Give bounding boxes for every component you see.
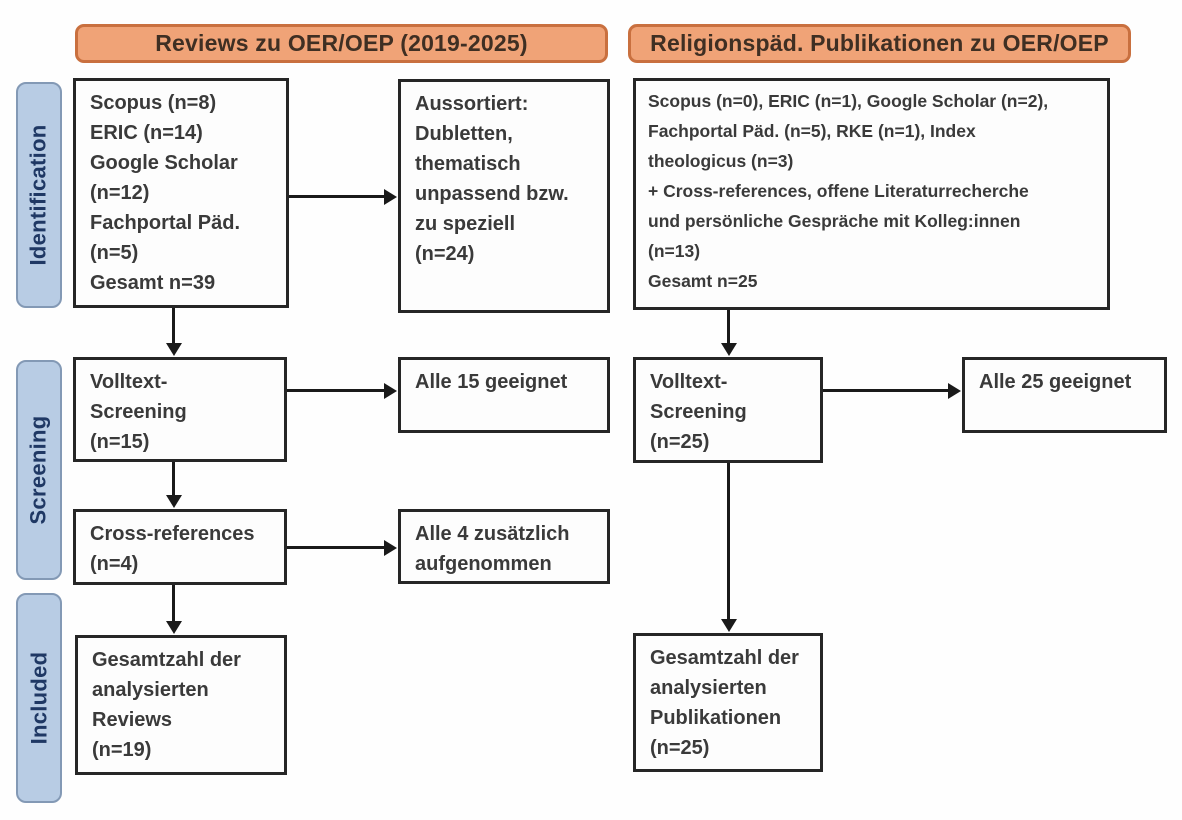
box-left-sources: Scopus (n=8) ERIC (n=14) Google Scholar …	[73, 78, 289, 308]
arrow-right-sources-to-fulltext	[720, 310, 737, 356]
arrow-left-fulltext-to-result	[287, 382, 397, 399]
box-right-fulltext-screening: Volltext- Screening (n=25)	[633, 357, 823, 463]
box-left-fulltext-screening: Volltext- Screening (n=15)	[73, 357, 287, 462]
arrow-left-crossref-to-included	[165, 585, 182, 634]
stage-label-screening-text: Screening	[26, 415, 52, 525]
column-header-religionspaed-label: Religionspäd. Publikationen zu OER/OEP	[650, 30, 1109, 56]
box-right-sources: Scopus (n=0), ERIC (n=1), Google Scholar…	[633, 78, 1110, 310]
box-left-included-total: Gesamtzahl der analysierten Reviews (n=1…	[75, 635, 287, 775]
stage-label-identification-text: Identification	[26, 124, 51, 266]
box-left-cross-references: Cross-references (n=4)	[73, 509, 287, 585]
arrow-left-crossref-to-result	[287, 539, 397, 556]
box-left-excluded: Aussortiert: Dubletten, thematisch unpas…	[398, 79, 610, 313]
box-left-cross-references-result: Alle 4 zusätzlich aufgenommen	[398, 509, 610, 584]
stage-label-screening: Screening	[16, 360, 62, 580]
arrow-left-sources-to-fulltext	[165, 308, 182, 356]
arrow-left-sources-to-excluded	[289, 188, 397, 205]
box-right-included-total: Gesamtzahl der analysierten Publikatione…	[633, 633, 823, 772]
column-header-reviews: Reviews zu OER/OEP (2019-2025)	[75, 24, 608, 63]
arrow-left-fulltext-to-crossref	[165, 462, 182, 508]
stage-label-identification: Identification	[16, 82, 62, 308]
arrow-right-fulltext-to-included	[720, 463, 737, 632]
box-right-fulltext-result: Alle 25 geeignet	[962, 357, 1167, 433]
stage-label-included: Included	[16, 593, 62, 803]
arrow-right-fulltext-to-result	[823, 382, 961, 399]
box-left-fulltext-result: Alle 15 geeignet	[398, 357, 610, 433]
column-header-religionspaed: Religionspäd. Publikationen zu OER/OEP	[628, 24, 1131, 63]
column-header-reviews-label: Reviews zu OER/OEP (2019-2025)	[155, 30, 528, 56]
stage-label-included-text: Included	[26, 651, 52, 745]
